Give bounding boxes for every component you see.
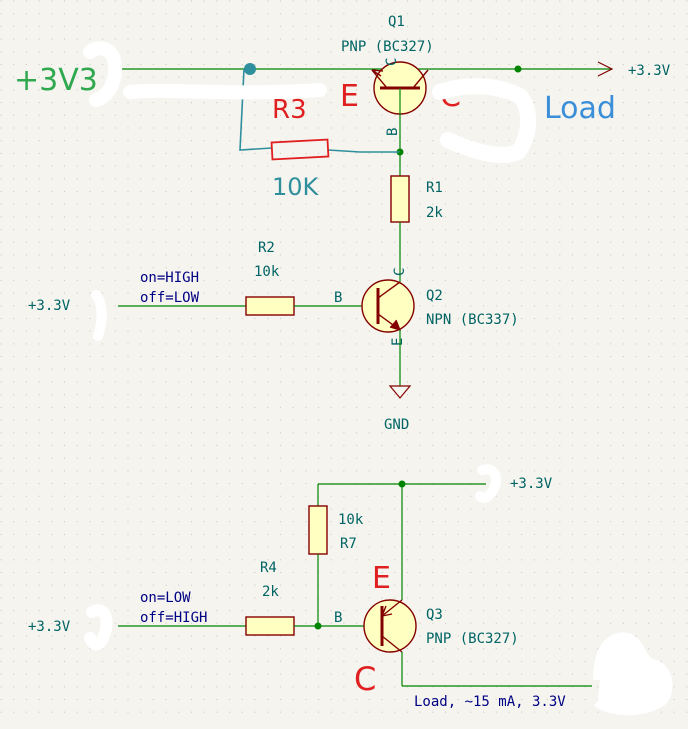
q2-value: NPN (BC337)	[426, 312, 519, 328]
r1-ref: R1	[426, 180, 443, 196]
redaction-scribble	[593, 632, 673, 716]
q3-ref: Q3	[426, 607, 443, 623]
resistor-r2[interactable]	[245, 296, 295, 316]
top-circuit: +3.3V Q1 PNP (BC327) B C R3 10K +3V3 E C…	[14, 14, 671, 201]
redaction-scribble	[84, 604, 113, 651]
power-label-top-right: +3.3V	[628, 63, 671, 79]
annotation-top-left-power: +3V3	[14, 63, 98, 98]
junction-dot	[314, 622, 322, 630]
ground-icon	[388, 385, 412, 399]
net-label-bottom-on: on=LOW	[140, 590, 191, 606]
junction-dot	[514, 65, 522, 73]
q1-pin-c: C	[384, 58, 400, 66]
power-arrow-right-icon	[597, 61, 614, 77]
q2-pin-b: B	[334, 290, 342, 306]
q3-pin-b: B	[334, 610, 342, 626]
q2-ref: Q2	[426, 288, 443, 304]
redaction-scribble	[475, 464, 502, 504]
bottom-circuit: +3.3V 10k R7 +3.3V on=LOW off=HIGH R4 2k…	[28, 464, 673, 716]
q3-value: PNP (BC327)	[426, 631, 519, 647]
net-label-load-out: Load, ~15 mA, 3.3V	[414, 694, 566, 710]
power-label-bottom-right: +3.3V	[510, 476, 553, 492]
annotation-r3-value: 10K	[272, 173, 320, 201]
annotation-load: Load	[544, 91, 616, 126]
r2-ref: R2	[258, 240, 275, 256]
annotation-q3-c: C	[354, 660, 376, 698]
r2-value: 10k	[254, 264, 280, 280]
q2-pin-c: C	[392, 268, 408, 276]
redaction-scribble	[432, 78, 537, 163]
r7-value: 10k	[338, 512, 364, 528]
resistor-r7[interactable]	[308, 505, 328, 555]
r4-value: 2k	[262, 584, 279, 600]
q1-value: PNP (BC327)	[341, 39, 434, 55]
annotation-r3-ref: R3	[272, 95, 307, 125]
q1-pin-b: B	[385, 128, 401, 136]
power-label-bottom-left: +3.3V	[28, 619, 71, 635]
redaction-scribble	[91, 290, 107, 341]
resistor-r1[interactable]	[390, 175, 410, 223]
q2-pin-e: E	[390, 338, 406, 346]
r3-handdrawn-resistor	[270, 138, 330, 161]
resistor-r4[interactable]	[245, 616, 295, 636]
annotation-q3-e: E	[372, 561, 391, 596]
transistor-q3[interactable]	[363, 599, 417, 653]
middle-circuit: R1 2k +3.3V on=HIGH off=LOW R2 10k B C E…	[28, 152, 519, 433]
q1-ref: Q1	[388, 14, 405, 30]
junction-handdrawn	[244, 63, 256, 75]
r4-ref: R4	[260, 560, 277, 576]
transistor-q1[interactable]	[371, 61, 429, 152]
r1-value: 2k	[426, 205, 443, 221]
net-label-mid-off: off=LOW	[140, 290, 200, 306]
redaction-scribble	[83, 41, 327, 107]
net-label-bottom-off: off=HIGH	[140, 610, 207, 626]
r7-ref: R7	[340, 536, 357, 552]
power-label-mid-left: +3.3V	[28, 298, 71, 314]
net-label-mid-on: on=HIGH	[140, 270, 199, 286]
annotation-q1-e: E	[340, 79, 359, 114]
gnd-label: GND	[384, 417, 409, 433]
transistor-q2[interactable]	[361, 279, 415, 333]
